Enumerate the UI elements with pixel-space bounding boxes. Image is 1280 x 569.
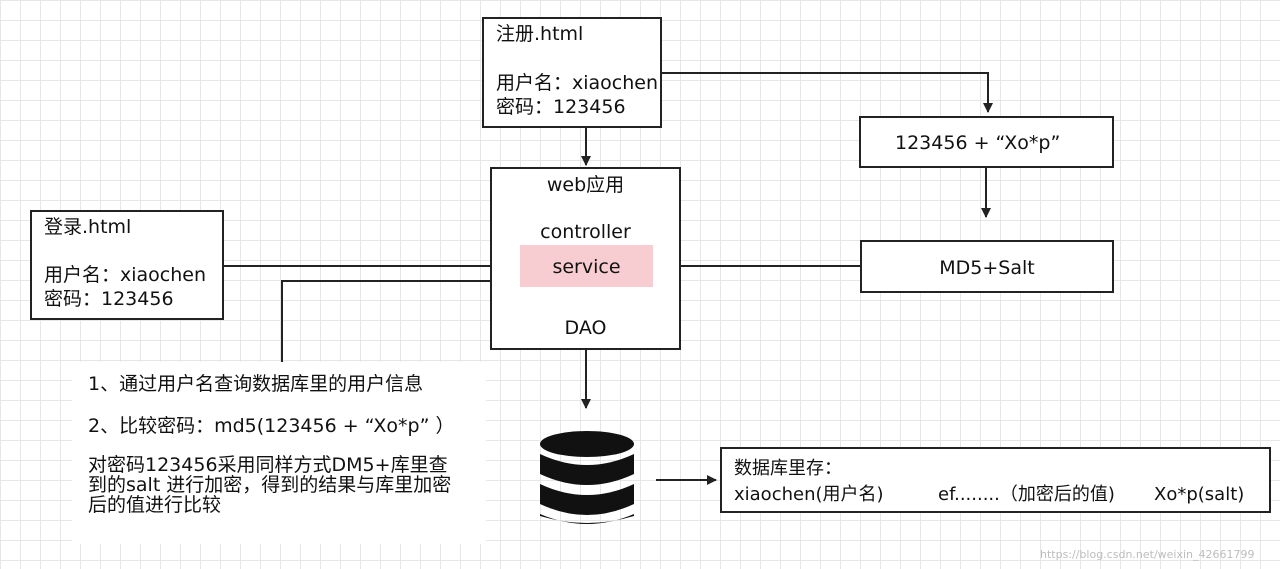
note-step-detail-1: 对密码123456采用同样方式DM5+库里查: [88, 454, 448, 476]
note-step-detail-2: 到的salt 进行加密，得到的结果与库里加密: [88, 474, 452, 496]
db-store-box: 数据库里存： xiaochen(用户名) ef........（加密后的值) X…: [720, 447, 1271, 513]
login-username: 用户名：xiaochen: [44, 264, 207, 286]
register-username: 用户名：xiaochen: [496, 72, 659, 94]
notes-background: [72, 362, 486, 544]
register-page-box: 注册.html 用户名：xiaochen 密码：123456: [482, 17, 662, 128]
login-password: 密码：123456: [44, 288, 174, 310]
webapp-title: web应用: [546, 174, 625, 196]
db-store-hash: ef........（加密后的值): [938, 484, 1115, 505]
arrow-notes-to-service: [281, 276, 513, 362]
webapp-controller: controller: [540, 221, 631, 243]
db-store-username: xiaochen(用户名): [734, 484, 884, 505]
db-store-salt: Xo*p(salt): [1154, 484, 1245, 505]
webapp-dao: DAO: [564, 317, 607, 339]
service-highlight: [520, 245, 653, 287]
note-step-detail-3: 后的值进行比较: [88, 494, 222, 516]
register-password: 密码：123456: [496, 96, 626, 118]
register-title: 注册.html: [496, 23, 584, 45]
md5-salt-label: MD5+Salt: [939, 257, 1035, 279]
arrow-register-to-salt: [662, 72, 993, 113]
database-icon: [540, 431, 634, 524]
watermark: https://blog.csdn.net/weixin_42661799: [1040, 548, 1255, 561]
login-page-box: 登录.html 用户名：xiaochen 密码：123456: [30, 210, 224, 320]
note-step-2: 2、比较密码：md5(123456 + “Xo*p” ）: [88, 415, 455, 437]
note-step-1: 1、通过用户名查询数据库里的用户信息: [88, 373, 424, 395]
salt-concat-label: 123456 + “Xo*p”: [895, 132, 1061, 154]
md5-salt-box: MD5+Salt: [860, 240, 1114, 293]
salt-concat-box: 123456 + “Xo*p”: [859, 116, 1114, 168]
db-store-title: 数据库里存：: [734, 458, 842, 479]
webapp-service: service: [552, 256, 621, 278]
login-title: 登录.html: [44, 216, 132, 238]
webapp-box: web应用 controller service DAO: [490, 167, 681, 350]
